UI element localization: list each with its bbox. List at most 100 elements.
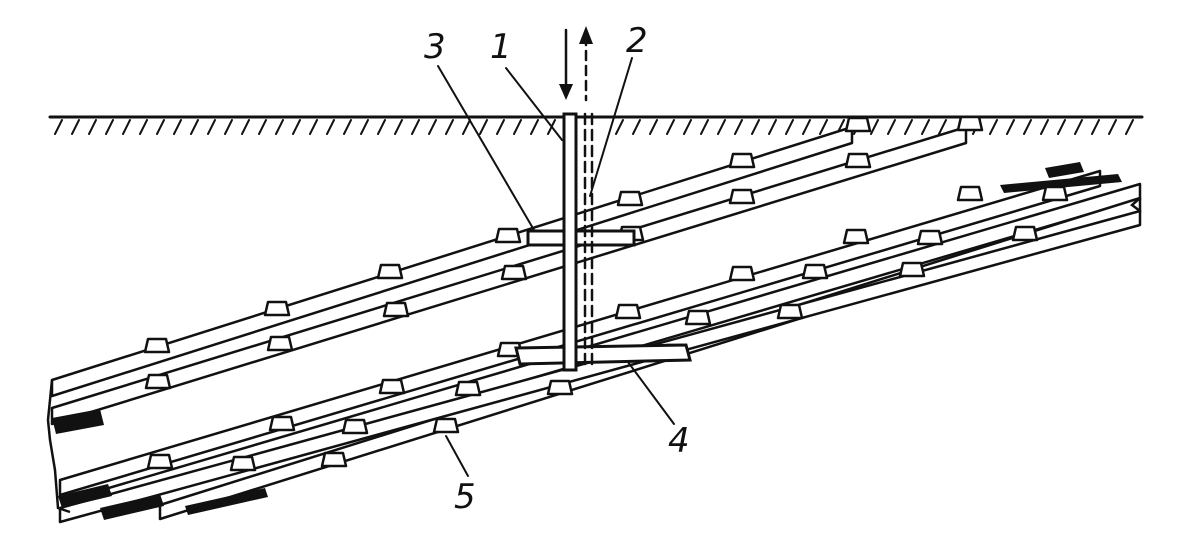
hatch-mark xyxy=(615,119,624,135)
mine-car-icon xyxy=(956,115,984,132)
mine-car-icon xyxy=(776,303,804,320)
hatch-mark xyxy=(360,119,369,135)
mine-car-icon xyxy=(616,190,644,207)
hatch-mark xyxy=(530,119,539,135)
hatch-mark xyxy=(904,119,913,135)
hatch-mark xyxy=(190,119,199,135)
arrow-down-icon xyxy=(559,84,573,100)
mine-car-icon xyxy=(320,451,348,468)
mine-car-icon xyxy=(956,185,984,202)
hatch-mark xyxy=(513,119,522,135)
hatch-mark xyxy=(156,119,165,135)
mine-car-icon xyxy=(844,152,872,169)
hatch-mark xyxy=(1040,119,1049,135)
mine-car-icon xyxy=(728,188,756,205)
mine-car-icon xyxy=(268,415,296,432)
mine-car-icon xyxy=(144,373,172,390)
hatch-mark xyxy=(921,119,930,135)
mine-car-icon xyxy=(684,309,712,326)
hatch-mark xyxy=(445,119,454,135)
mine-car-icon xyxy=(614,303,642,320)
hatch-mark xyxy=(717,119,726,135)
mine-car-icon xyxy=(1011,225,1039,242)
hatch-mark xyxy=(173,119,182,135)
hatch-mark xyxy=(1074,119,1083,135)
hatch-mark xyxy=(258,119,267,135)
hatch-mark xyxy=(343,119,352,135)
mine-cars xyxy=(143,115,1069,472)
mine-car-icon xyxy=(341,418,369,435)
mine-car-icon xyxy=(432,417,460,434)
coal-band-left-4 xyxy=(185,488,268,515)
mine-car-icon xyxy=(898,261,926,278)
hatch-mark xyxy=(1006,119,1015,135)
hatch-mark xyxy=(785,119,794,135)
hatch-mark xyxy=(71,119,80,135)
upper-crosscut xyxy=(526,229,636,247)
hatch-mark xyxy=(887,119,896,135)
coal-band-upper-right-2 xyxy=(1000,174,1122,193)
mine-car-icon xyxy=(728,152,756,169)
hatch-mark xyxy=(479,119,488,135)
hatch-mark xyxy=(819,119,828,135)
hatch-mark xyxy=(1091,119,1100,135)
hatch-mark xyxy=(1125,119,1134,135)
hatch-mark xyxy=(105,119,114,135)
mine-car-icon xyxy=(844,116,872,133)
hatch-mark xyxy=(88,119,97,135)
hatch-mark xyxy=(938,119,947,135)
hatch-mark xyxy=(326,119,335,135)
hatch-mark xyxy=(139,119,148,135)
main-shaft xyxy=(559,28,578,372)
hatch-mark xyxy=(394,119,403,135)
hatch-mark xyxy=(241,119,250,135)
hatch-mark xyxy=(275,119,284,135)
hatch-mark xyxy=(377,119,386,135)
mine-car-icon xyxy=(801,263,829,280)
label-lower-crosscut: 4 xyxy=(668,421,690,461)
hatch-mark xyxy=(1057,119,1066,135)
hatch-mark xyxy=(768,119,777,135)
hatch-mark xyxy=(666,119,675,135)
hatch-mark xyxy=(224,119,233,135)
label-shaft-main: 1 xyxy=(490,27,512,67)
hatch-mark xyxy=(54,119,63,135)
hatch-mark xyxy=(683,119,692,135)
mine-car-icon xyxy=(1041,185,1069,202)
hatch-mark xyxy=(428,119,437,135)
label-upper-crosscut: 3 xyxy=(424,27,446,67)
mine-car-icon xyxy=(454,380,482,397)
mine-car-icon xyxy=(263,300,291,317)
arrow-up-icon xyxy=(579,26,593,44)
hatch-mark xyxy=(462,119,471,135)
mine-car-icon xyxy=(266,335,294,352)
hatch-mark xyxy=(989,119,998,135)
ground-hatching xyxy=(54,119,1134,135)
mine-car-icon xyxy=(229,455,257,472)
mine-car-icon xyxy=(916,229,944,246)
hatch-mark xyxy=(411,119,420,135)
hatch-mark xyxy=(207,119,216,135)
mine-car-icon xyxy=(143,337,171,354)
mine-car-icon xyxy=(376,263,404,280)
label-shaft-vent: 2 xyxy=(626,21,648,61)
coal-seam-bands xyxy=(52,162,1122,520)
label-mine-car: 5 xyxy=(454,477,476,517)
working-face-left xyxy=(46,379,71,514)
mine-car-icon xyxy=(378,378,406,395)
mine-car-icon xyxy=(382,301,410,318)
leader-lines xyxy=(437,57,675,477)
lower-crosscut xyxy=(514,343,692,366)
coal-band-upper-right xyxy=(1045,162,1084,178)
working-face-right xyxy=(1130,197,1141,212)
hatch-mark xyxy=(734,119,743,135)
hatch-mark xyxy=(649,119,658,135)
hatch-mark xyxy=(122,119,131,135)
hatch-mark xyxy=(292,119,301,135)
hatch-mark xyxy=(700,119,709,135)
ventilation-shaft xyxy=(579,26,594,370)
mine-car-icon xyxy=(728,265,756,282)
mine-car-icon xyxy=(500,264,528,281)
mine-car-icon xyxy=(546,379,574,396)
